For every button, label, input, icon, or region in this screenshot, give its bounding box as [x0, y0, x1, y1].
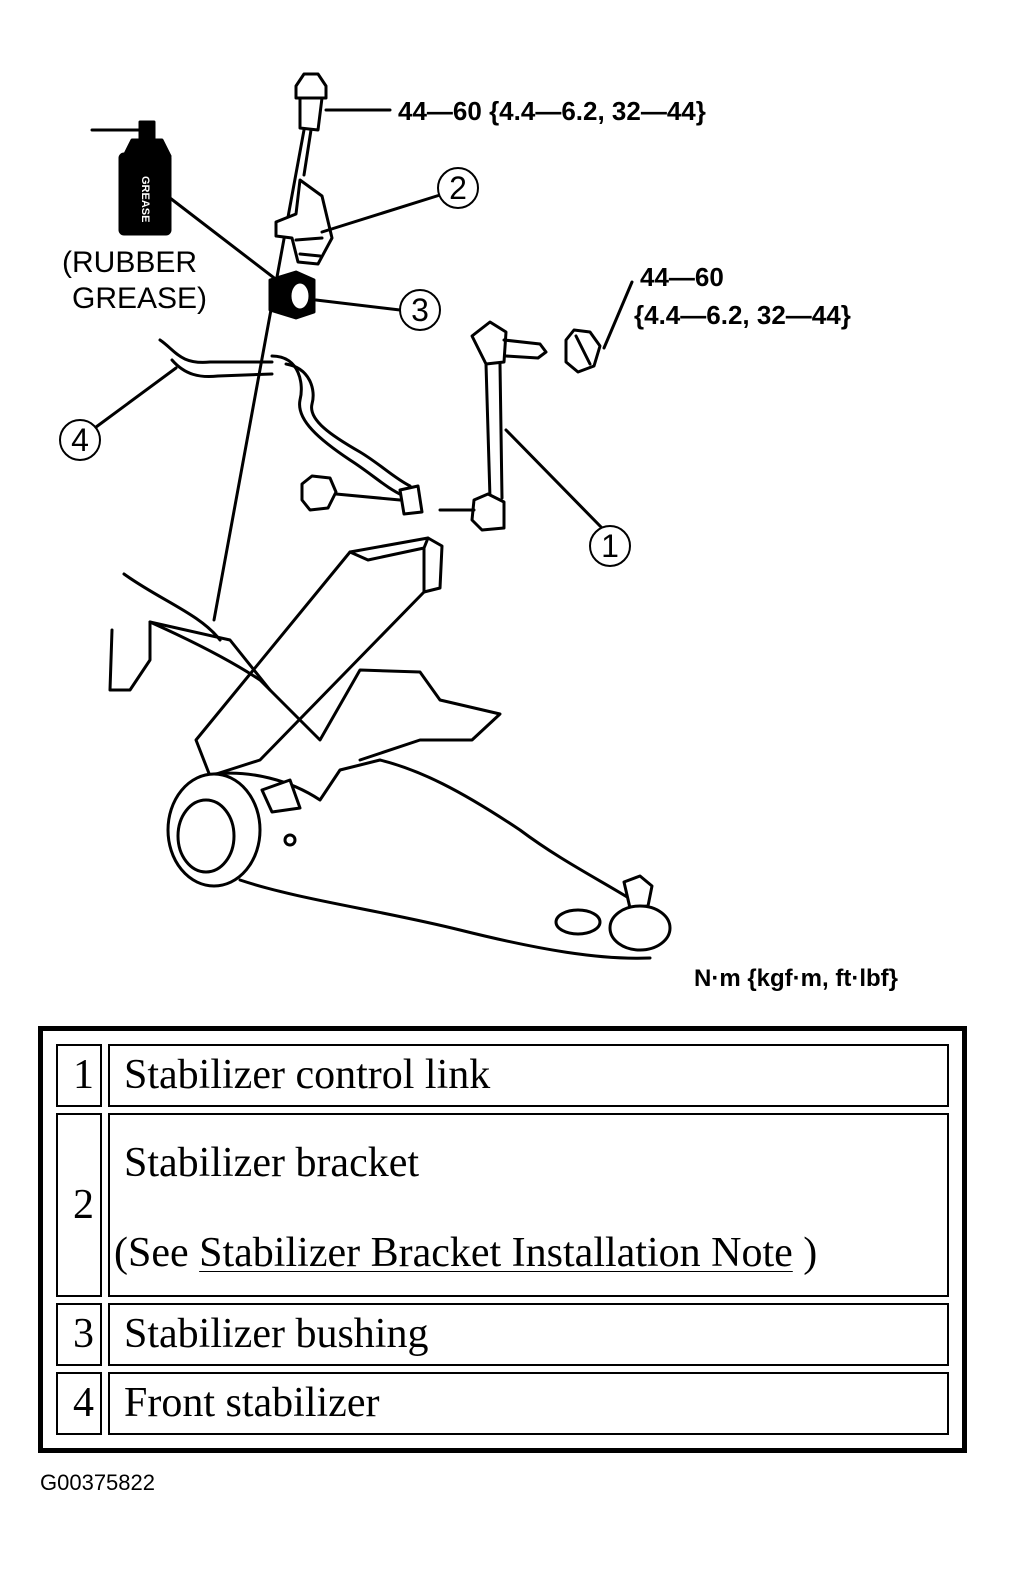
legend-row: 2 Stabilizer bracket (See Stabilizer Bra…	[56, 1113, 949, 1297]
link-lower-nut	[300, 474, 424, 516]
callout-2-number: 2	[449, 170, 467, 206]
crossmember	[108, 620, 502, 762]
legend-number: 3	[56, 1302, 102, 1366]
callout-1-circle	[589, 525, 631, 567]
lower-control-arm	[166, 758, 672, 960]
grease-label-line1: (RUBBER	[62, 246, 197, 279]
legend-number: 4	[56, 1371, 102, 1435]
legend-note-prefix: (See	[114, 1229, 200, 1276]
callout-3-circle	[399, 289, 441, 331]
legend-name: Front stabilizer	[108, 1371, 949, 1435]
front-stabilizer-bar	[90, 338, 412, 498]
callout-3-number: 3	[411, 292, 429, 328]
callout-4-number: 4	[71, 422, 89, 458]
grease-label-line2: GREASE)	[72, 282, 207, 315]
legend-name: Stabilizer control link	[108, 1044, 949, 1108]
legend-name-cell: Stabilizer bracket (See Stabilizer Brack…	[108, 1113, 949, 1297]
link-upper-nut	[564, 280, 634, 374]
suspension-diagram: 1 2 3 4 GREASE 44—60 {4.4—6.2, 32—44} 44…	[59, 72, 898, 992]
legend-row: 4 Front stabilizer	[56, 1371, 949, 1435]
legend-name: Stabilizer bracket	[124, 1139, 420, 1186]
legend-row: 1 Stabilizer control link	[56, 1044, 949, 1108]
legend-note: (See Stabilizer Bracket Installation Not…	[114, 1228, 933, 1278]
grease-can-icon	[90, 120, 172, 236]
torque-right-line1: 44—60	[640, 262, 724, 292]
torque-right-line2: {4.4—6.2, 32—44}	[634, 300, 851, 330]
stabilizer-bracket	[274, 178, 442, 266]
legend-number: 1	[56, 1044, 102, 1108]
callout-4-circle	[59, 419, 101, 461]
torque-top: 44—60 {4.4—6.2, 32—44}	[398, 96, 706, 126]
stabilizer-bushing	[268, 270, 402, 320]
grease-leader-line	[168, 196, 284, 286]
bracket-bolt	[294, 72, 392, 177]
legend-table: 1 Stabilizer control link 2 Stabilizer b…	[50, 1038, 955, 1441]
callout-1-number: 1	[601, 528, 619, 564]
callout-2-circle	[437, 167, 479, 209]
image-code: G00375822	[40, 1470, 155, 1495]
legend-row: 3 Stabilizer bushing	[56, 1302, 949, 1366]
knuckle	[122, 536, 444, 778]
legend-name: Stabilizer bushing	[108, 1302, 949, 1366]
stabilizer-control-link	[438, 320, 604, 532]
legend-table-frame: 1 Stabilizer control link 2 Stabilizer b…	[38, 1026, 967, 1453]
legend-number: 2	[56, 1113, 102, 1297]
installation-note-link[interactable]: Stabilizer Bracket Installation Note	[199, 1229, 793, 1276]
grease-can-text: GREASE	[139, 176, 151, 222]
units-label: N·m {kgf·m, ft·lbf}	[694, 965, 898, 992]
legend-note-suffix: )	[792, 1229, 818, 1276]
